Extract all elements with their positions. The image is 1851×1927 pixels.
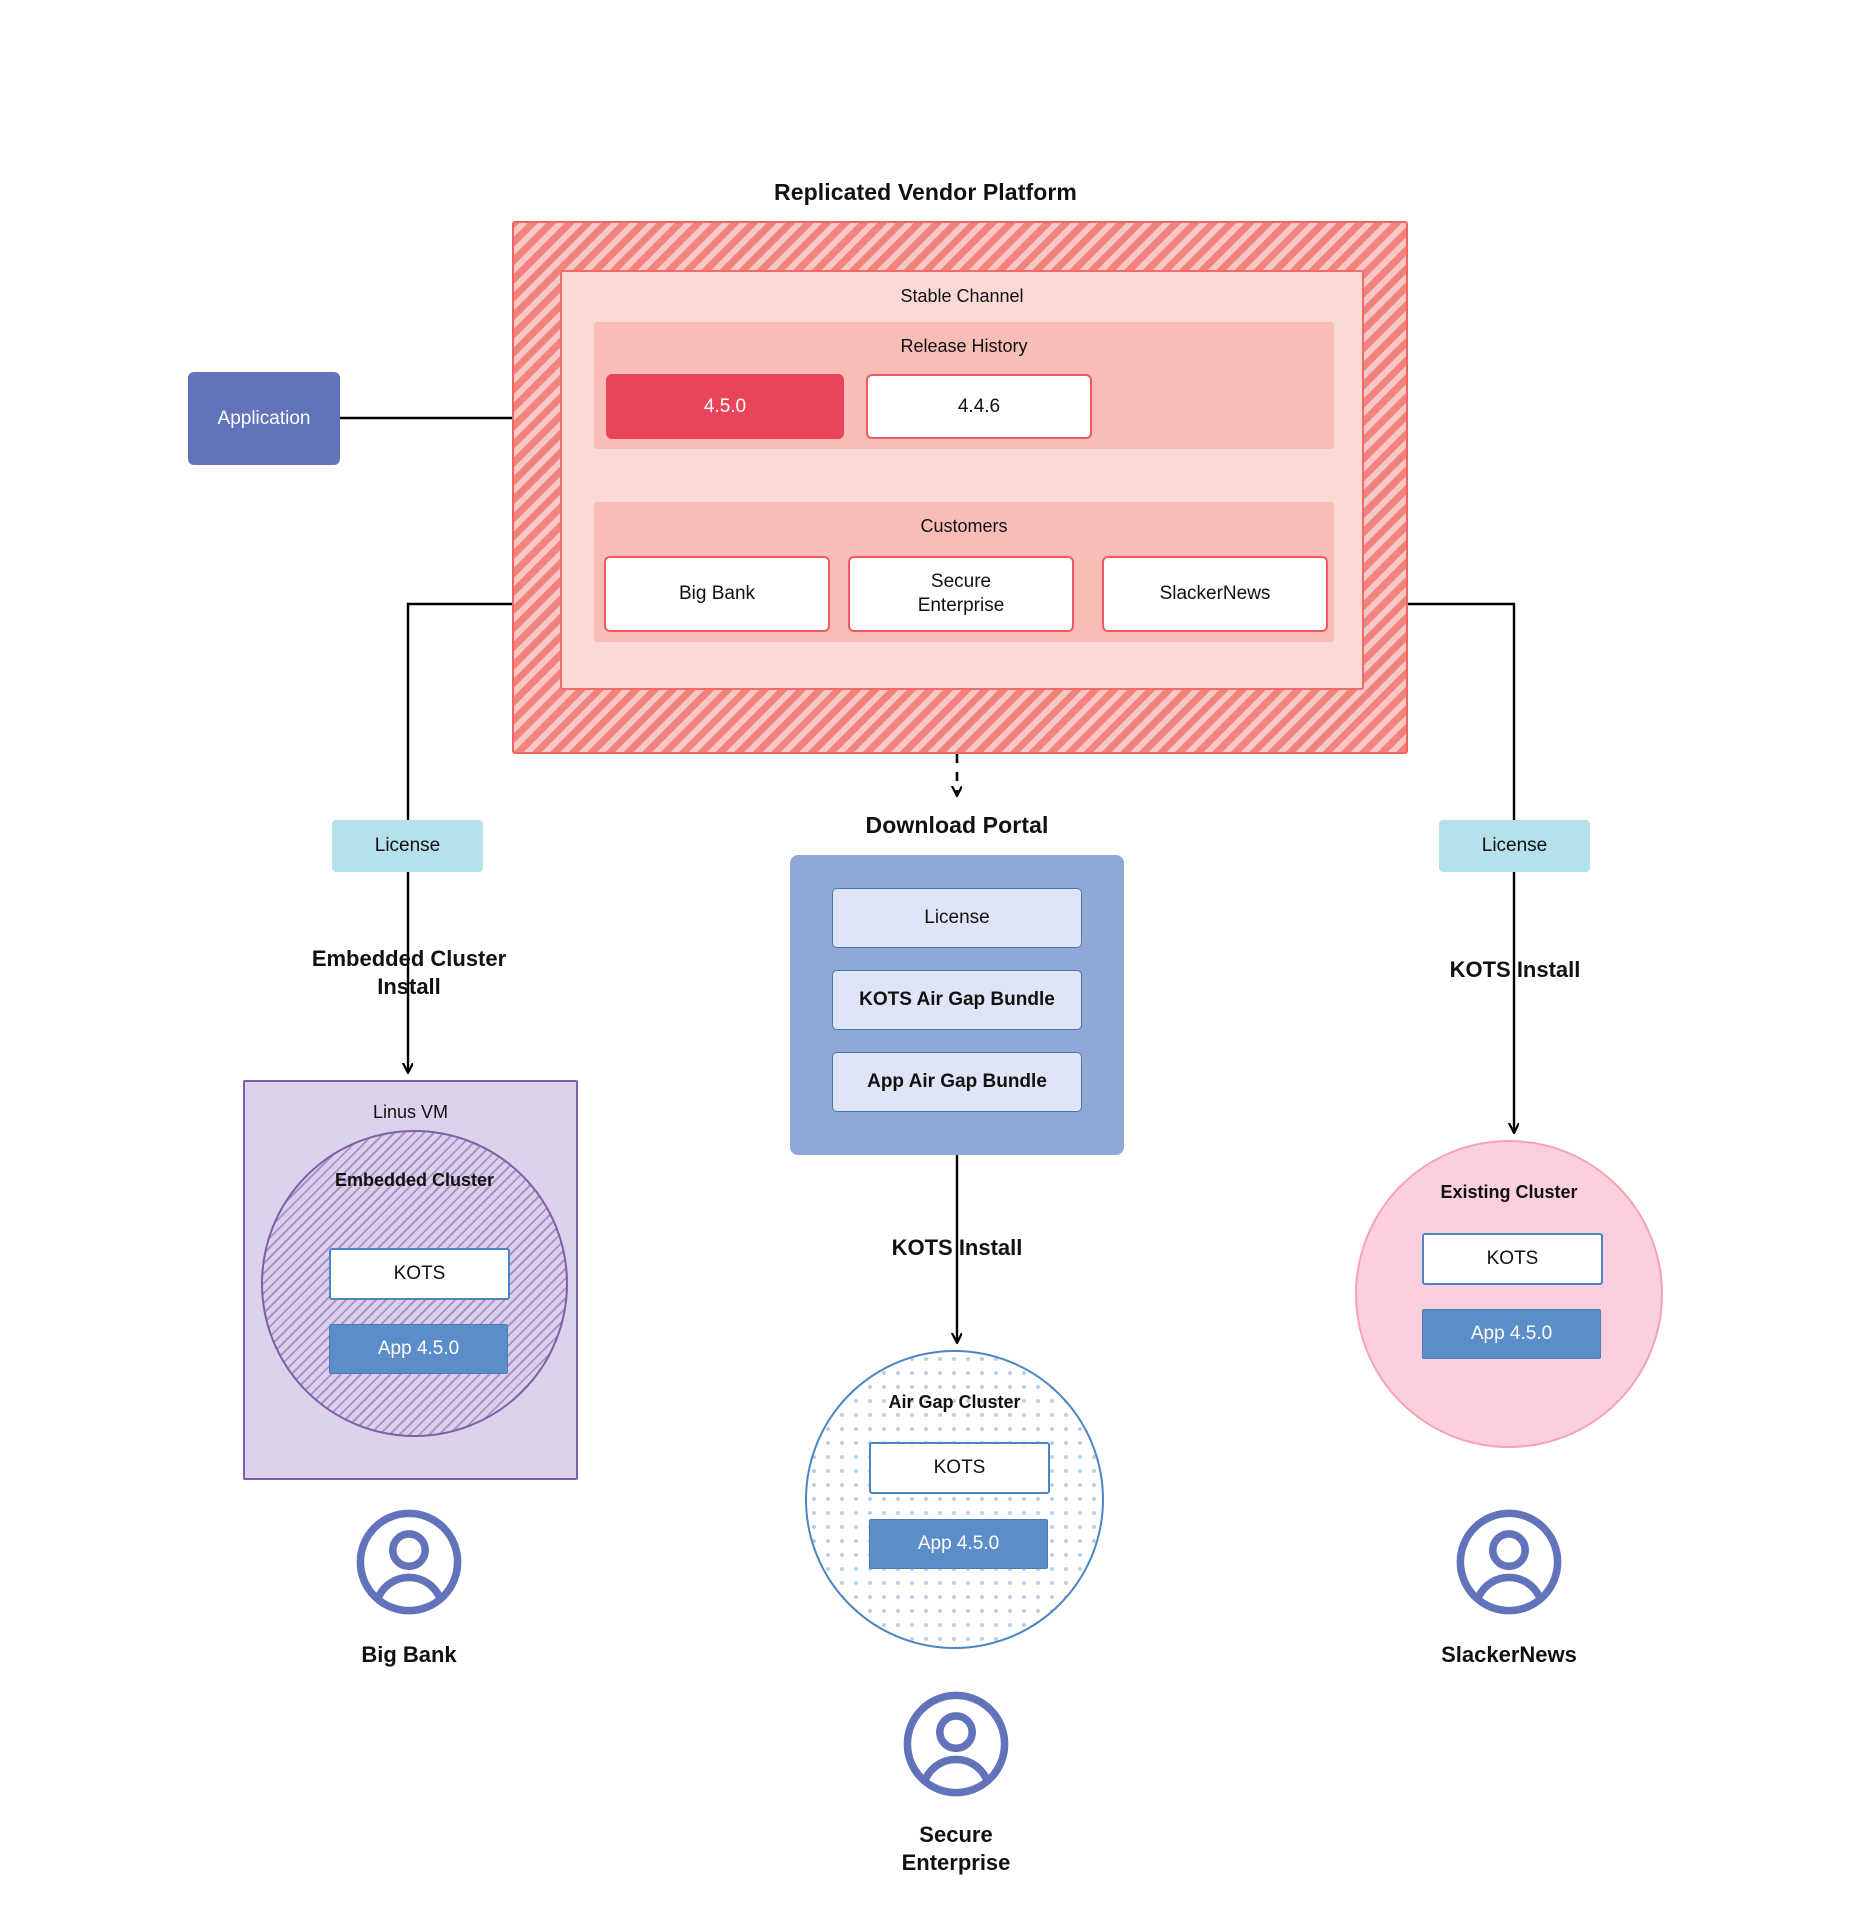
flow-label-line2: Install [377, 974, 441, 999]
page-title: Replicated Vendor Platform [774, 178, 1077, 205]
kots-label: KOTS [393, 1263, 446, 1284]
license-label: License [374, 835, 441, 856]
release-history-title: Release History [900, 336, 1028, 356]
customer-box-slackernews[interactable]: SlackerNews [1102, 556, 1328, 632]
persona-label-slackernews: SlackerNews [1441, 1641, 1577, 1667]
kots-box-existing[interactable]: KOTS [1422, 1233, 1603, 1285]
download-portal-title: Download Portal [865, 811, 1049, 838]
embedded-cluster-title: Embedded Cluster [334, 1170, 495, 1190]
customer-label: SlackerNews [1159, 583, 1271, 605]
stable-channel-title: Stable Channel [900, 286, 1024, 306]
customer-label-line1: Secure [930, 571, 992, 593]
release-history-band: Release History 4.5.0 4.4.6 [594, 322, 1334, 449]
license-label: License [1481, 835, 1548, 856]
portal-item-label: App Air Gap Bundle [867, 1071, 1047, 1092]
replicated-vendor-platform: Stable Channel Release History 4.5.0 4.4… [512, 221, 1408, 754]
portal-item-label: KOTS Air Gap Bundle [859, 989, 1055, 1010]
flow-label-embedded-cluster-install: Embedded Cluster Install [248, 940, 570, 1006]
customer-box-secure-enterprise[interactable]: Secure Enterprise [848, 556, 1074, 632]
flow-label-line1: Embedded Cluster [311, 945, 507, 971]
persona-label-big-bank: Big Bank [361, 1641, 457, 1667]
portal-item-label: License [924, 907, 990, 928]
kots-label: KOTS [1486, 1248, 1539, 1269]
customers-band: Customers Big Bank Secure Enterprise Sla… [594, 502, 1334, 642]
app-label: App 4.5.0 [917, 1533, 1000, 1554]
existing-cluster-title: Existing Cluster [1440, 1182, 1578, 1202]
app-box-airgap[interactable]: App 4.5.0 [869, 1519, 1048, 1569]
download-portal-panel: License KOTS Air Gap Bundle App Air Gap … [790, 855, 1124, 1155]
user-avatar-icon [356, 1509, 462, 1615]
portal-item-kots-air-gap-bundle[interactable]: KOTS Air Gap Bundle [832, 970, 1082, 1030]
kots-box-airgap[interactable]: KOTS [869, 1442, 1050, 1494]
user-avatar-icon [903, 1691, 1009, 1797]
persona-label-line2: Enterprise [901, 1850, 1011, 1875]
avatar-big-bank [355, 1508, 463, 1616]
portal-item-license[interactable]: License [832, 888, 1082, 948]
app-label: App 4.5.0 [1470, 1323, 1553, 1344]
release-box-current[interactable]: 4.5.0 [606, 374, 844, 439]
license-chip-right[interactable]: License [1439, 820, 1590, 872]
persona-label-secure-enterprise: Secure Enterprise [795, 1815, 1117, 1883]
avatar-secure-enterprise [902, 1690, 1010, 1798]
air-gap-cluster-title: Air Gap Cluster [888, 1392, 1021, 1412]
flow-label-kots-install-center: KOTS Install [891, 1234, 1023, 1260]
customer-label-line2: Enterprise [917, 595, 1005, 616]
embedded-cluster-circle: Embedded Cluster KOTS App 4.5.0 [261, 1130, 568, 1437]
license-chip-left[interactable]: License [332, 820, 483, 872]
app-label: App 4.5.0 [377, 1338, 460, 1359]
kots-box-embedded[interactable]: KOTS [329, 1248, 510, 1300]
release-box-previous[interactable]: 4.4.6 [866, 374, 1092, 439]
user-avatar-icon [1456, 1509, 1562, 1615]
app-box-existing[interactable]: App 4.5.0 [1422, 1309, 1601, 1359]
application-box[interactable]: Application [188, 372, 340, 465]
portal-item-app-air-gap-bundle[interactable]: App Air Gap Bundle [832, 1052, 1082, 1112]
stable-channel-container: Stable Channel Release History 4.5.0 4.4… [560, 270, 1364, 690]
linux-vm-title: Linus VM [372, 1102, 449, 1122]
avatar-slackernews [1455, 1508, 1563, 1616]
app-box-embedded[interactable]: App 4.5.0 [329, 1324, 508, 1374]
customer-label: Big Bank [678, 583, 756, 605]
linux-vm-container: Linus VM Embedded Cluster KOTS App 4.5.0 [243, 1080, 578, 1480]
customer-box-big-bank[interactable]: Big Bank [604, 556, 830, 632]
kots-label: KOTS [933, 1457, 986, 1478]
existing-cluster-circle: Existing Cluster KOTS App 4.5.0 [1355, 1140, 1663, 1448]
customers-title: Customers [920, 516, 1008, 536]
flow-label-kots-install-right: KOTS Install [1449, 956, 1581, 982]
release-version-label: 4.4.6 [957, 395, 1001, 417]
air-gap-cluster-circle: Air Gap Cluster KOTS App 4.5.0 [805, 1350, 1104, 1649]
release-version-label: 4.5.0 [703, 395, 747, 417]
persona-label-line1: Secure [919, 1821, 993, 1847]
application-label: Application [217, 407, 311, 429]
